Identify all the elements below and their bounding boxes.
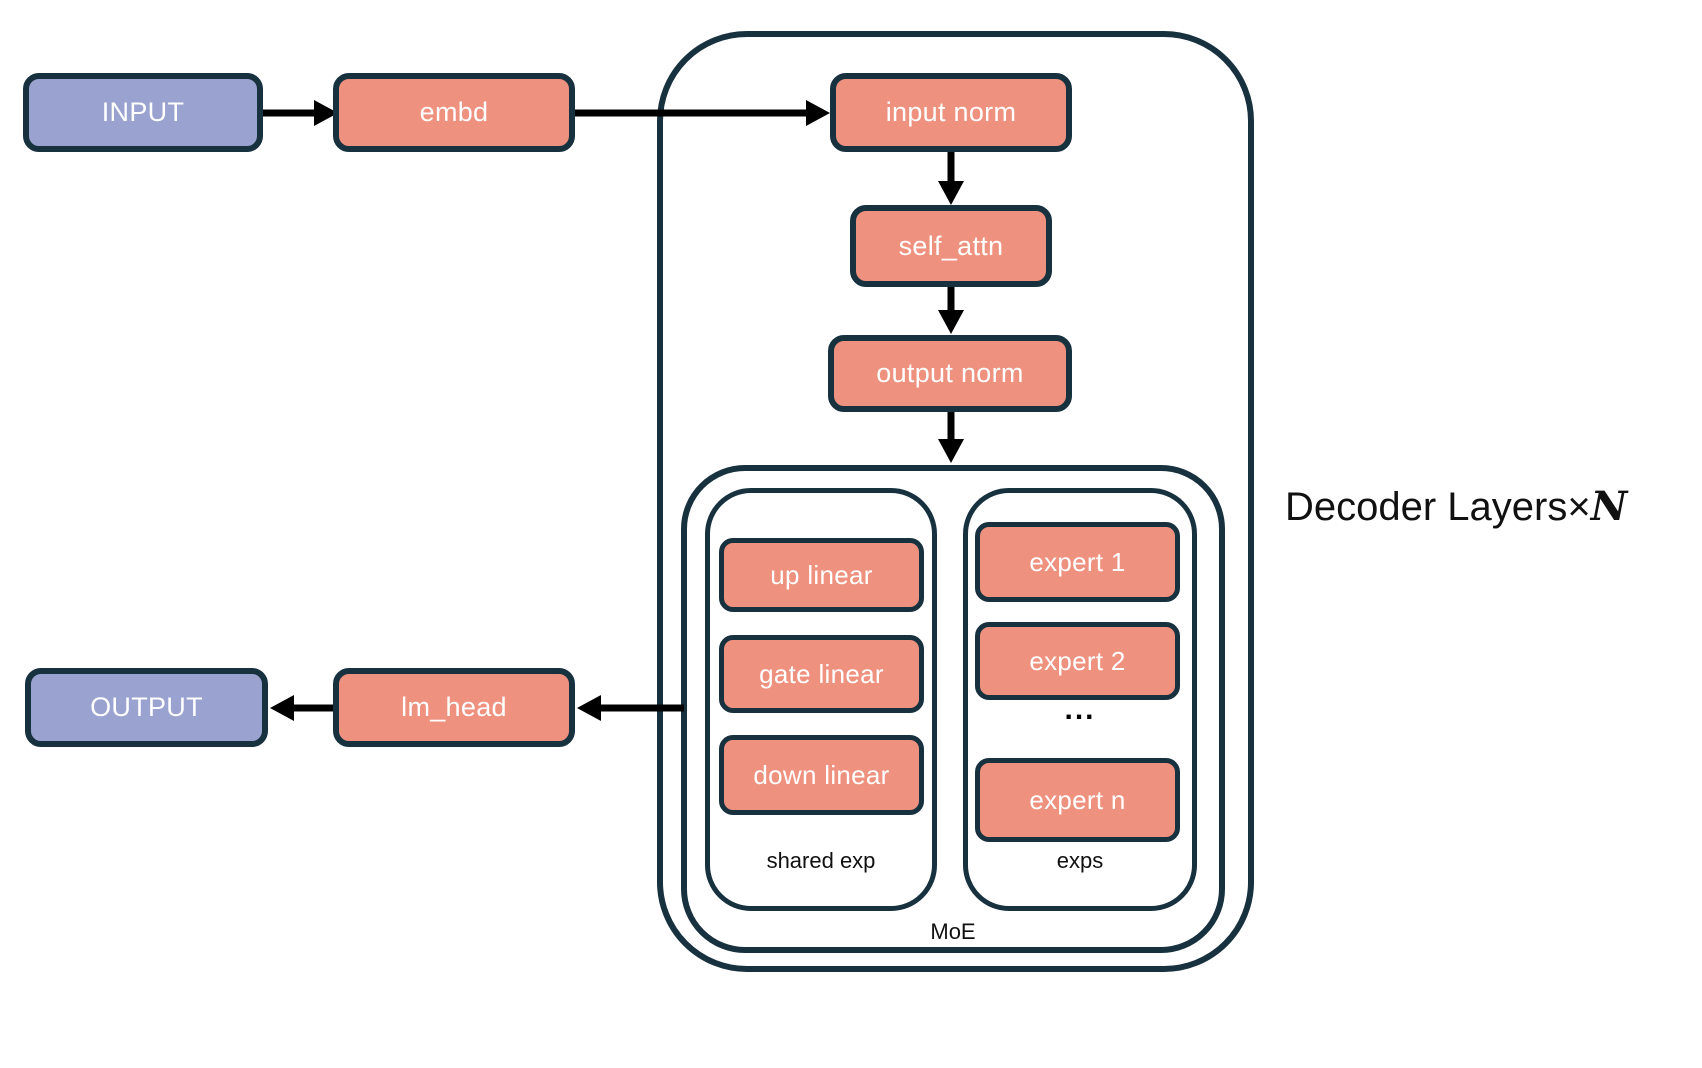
moe-label: MoE bbox=[930, 919, 976, 944]
decoder-layers-caption: Decoder Layers×N bbox=[1285, 483, 1627, 530]
arrowhead-moe-lmhead bbox=[577, 695, 601, 721]
moe-container: up linear gate linear down linear shared… bbox=[681, 465, 1225, 953]
experts-ellipsis: ... bbox=[1064, 693, 1096, 726]
n-variable: N bbox=[1590, 483, 1628, 530]
expert-1-node: expert 1 bbox=[975, 522, 1180, 602]
self-attn-node: self_attn bbox=[850, 205, 1052, 287]
shared-exp-container: up linear gate linear down linear shared… bbox=[705, 488, 937, 911]
exps-label: exps bbox=[1056, 848, 1104, 873]
up-linear-node: up linear bbox=[719, 538, 924, 612]
output-norm-node: output norm bbox=[828, 335, 1072, 412]
exps-container: expert 1 expert 2 ... expert n exps bbox=[963, 488, 1197, 911]
embd-node: embd bbox=[333, 73, 575, 152]
output-node: OUTPUT bbox=[25, 668, 268, 747]
down-linear-node: down linear bbox=[719, 735, 924, 815]
gate-linear-node: gate linear bbox=[719, 635, 924, 713]
lm-head-node: lm_head bbox=[333, 668, 575, 747]
decoder-layers-caption-text: Decoder Layers bbox=[1285, 485, 1568, 529]
times-sign: × bbox=[1567, 485, 1591, 529]
shared-exp-label: shared exp bbox=[766, 848, 876, 873]
input-node: INPUT bbox=[23, 73, 263, 152]
decoder-layers-container: up linear gate linear down linear shared… bbox=[657, 31, 1254, 972]
expert-2-node: expert 2 bbox=[975, 622, 1180, 700]
arrowhead-lmhead-output bbox=[270, 695, 294, 721]
input-norm-node: input norm bbox=[830, 73, 1072, 152]
expert-n-node: expert n bbox=[975, 758, 1180, 842]
